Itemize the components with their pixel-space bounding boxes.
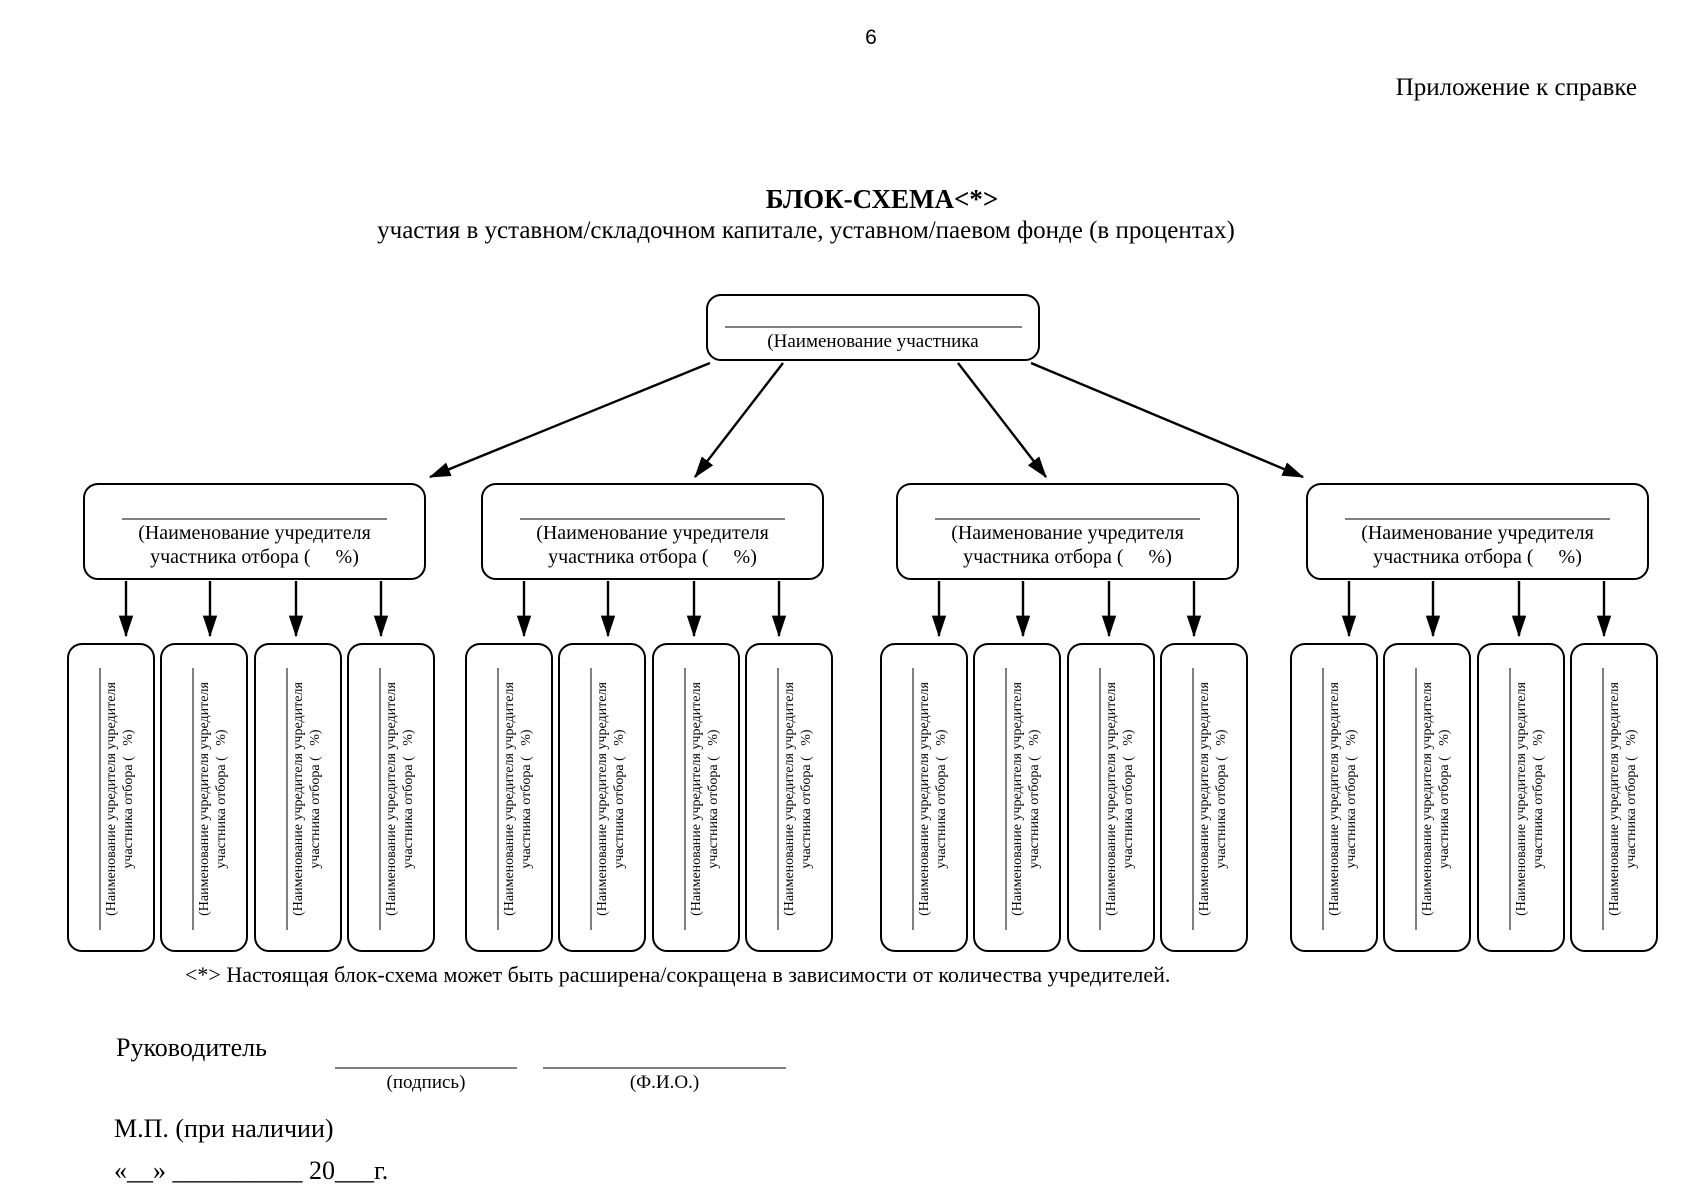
subfounder-node-label: (Наименование учредителя учредителя учас… [595,682,628,916]
leader-label: Руководитель [116,1033,267,1062]
rotated-label-block: (Наименование учредителя учредителя учас… [884,654,968,944]
arrow [957,362,1047,478]
fill-in-line [1322,668,1324,930]
subfounder-node-label: (Наименование учредителя учредителя учас… [104,682,137,916]
fill-in-line [1509,668,1511,930]
subfounder-node-label: (Наименование учредителя учредителя учас… [1607,682,1640,916]
founder-node-label: (Наименование учредителя участника отбор… [951,522,1184,568]
subfounder-node: (Наименование учредителя учредителя учас… [160,643,248,952]
fill-in-line [192,668,194,930]
rotated-label-block: (Наименование учредителя учредителя учас… [351,654,435,944]
rotated-label-block: (Наименование учредителя учредителя учас… [164,654,248,944]
subfounder-node-label: (Наименование учредителя учредителя учас… [1197,682,1230,916]
subfounder-node: (Наименование учредителя учредителя учас… [558,643,646,952]
fill-in-line [777,668,779,930]
fill-in-line [497,668,499,930]
subfounder-node: (Наименование учредителя учредителя учас… [1383,643,1471,952]
signature-caption: (подпись) [386,1072,466,1093]
fill-in-line [122,518,387,520]
subfounder-node: (Наименование учредителя учредителя учас… [1067,643,1155,952]
rotated-label-block: (Наименование учредителя учредителя учас… [258,654,342,944]
fill-in-line [379,668,381,930]
rotated-label-block: (Наименование учредителя учредителя учас… [562,654,646,944]
subfounder-node-label: (Наименование учредителя учредителя учас… [1010,682,1043,916]
subfounder-node-label: (Наименование учредителя учредителя учас… [689,682,722,916]
fill-in-line [1415,668,1417,930]
subfounder-node: (Наименование учредителя учредителя учас… [1290,643,1378,952]
page-number: 6 [865,26,877,49]
founder-node: (Наименование учредителя участника отбор… [83,483,426,580]
subfounder-node: (Наименование учредителя учредителя учас… [652,643,740,952]
subfounder-node-label: (Наименование учредителя учредителя учас… [197,682,230,916]
rotated-label-block: (Наименование учредителя учредителя учас… [1481,654,1565,944]
founder-node-label: (Наименование учредителя участника отбор… [138,522,371,568]
page-title: БЛОК-СХЕМА<*> [765,184,999,214]
subfounder-node-label: (Наименование учредителя учредителя учас… [1327,682,1360,916]
stamp-note: М.П. (при наличии) [114,1114,334,1143]
rotated-label-block: (Наименование учредителя учредителя учас… [1387,654,1471,944]
subfounder-node: (Наименование учредителя учредителя учас… [1160,643,1248,952]
subfounder-node-label: (Наименование учредителя учредителя учас… [1514,682,1547,916]
arrow [694,362,784,478]
fill-in-line [935,518,1200,520]
fill-in-line [286,668,288,930]
founder-node-label: (Наименование учредителя участника отбор… [1361,522,1594,568]
subfounder-node-label: (Наименование учредителя учредителя учас… [782,682,815,916]
subfounder-node: (Наименование учредителя учредителя учас… [347,643,435,952]
subfounder-node: (Наименование учредителя учредителя учас… [880,643,968,952]
rotated-label-block: (Наименование учредителя учредителя учас… [469,654,553,944]
rotated-label-block: (Наименование учредителя учредителя учас… [1574,654,1658,944]
page-subtitle: участия в уставном/складочном капитале, … [377,217,1235,244]
fill-in-line [99,668,101,930]
rotated-label-block: (Наименование учредителя учредителя учас… [71,654,155,944]
date-line: «__» __________ 20___г. [114,1156,389,1185]
fill-in-line [912,668,914,930]
subfounder-node: (Наименование учредителя учредителя учас… [465,643,553,952]
rotated-label-block: (Наименование учредителя учредителя учас… [977,654,1061,944]
fill-in-line [1602,668,1604,930]
subfounder-node-label: (Наименование учредителя учредителя учас… [917,682,950,916]
fill-in-line [590,668,592,930]
subfounder-node-label: (Наименование учредителя учредителя учас… [1420,682,1453,916]
subfounder-node: (Наименование учредителя учредителя учас… [973,643,1061,952]
root-node-label: (Наименование участника [767,331,979,352]
root-node: (Наименование участника [706,294,1040,361]
subfounder-node: (Наименование учредителя учредителя учас… [67,643,155,952]
signature-line [335,1067,517,1069]
subfounder-node: (Наименование учредителя учредителя учас… [745,643,833,952]
arrow [1030,361,1305,479]
fill-in-line [1345,518,1610,520]
fill-in-line [724,326,1022,328]
founder-node: (Наименование учредителя участника отбор… [1306,483,1649,580]
rotated-label-block: (Наименование учредителя учредителя учас… [1164,654,1248,944]
subfounder-node-label: (Наименование учредителя учредителя учас… [502,682,535,916]
subfounder-node-label: (Наименование учредителя учредителя учас… [1104,682,1137,916]
rotated-label-block: (Наименование учредителя учредителя учас… [656,654,740,944]
fill-in-line [1192,668,1194,930]
name-line [543,1067,786,1069]
subfounder-node-label: (Наименование учредителя учредителя учас… [384,682,417,916]
subfounder-node: (Наименование учредителя учредителя учас… [1570,643,1658,952]
subfounder-node-label: (Наименование учредителя учредителя учас… [291,682,324,916]
fill-in-line [1099,668,1101,930]
rotated-label-block: (Наименование учредителя учредителя учас… [1294,654,1378,944]
arrow [428,361,711,479]
subfounder-node: (Наименование учредителя учредителя учас… [1477,643,1565,952]
rotated-label-block: (Наименование учредителя учредителя учас… [1071,654,1155,944]
founder-node-label: (Наименование учредителя участника отбор… [536,522,769,568]
fill-in-line [1005,668,1007,930]
rotated-label-block: (Наименование учредителя учредителя учас… [749,654,833,944]
subfounder-node: (Наименование учредителя учредителя учас… [254,643,342,952]
founder-node: (Наименование учредителя участника отбор… [481,483,824,580]
name-caption: (Ф.И.О.) [629,1072,700,1093]
footnote: <*> Настоящая блок-схема может быть расш… [185,962,1171,987]
fill-in-line [520,518,785,520]
founder-node: (Наименование учредителя участника отбор… [896,483,1239,580]
fill-in-line [684,668,686,930]
annex-header: Приложение к справке [1395,74,1637,101]
